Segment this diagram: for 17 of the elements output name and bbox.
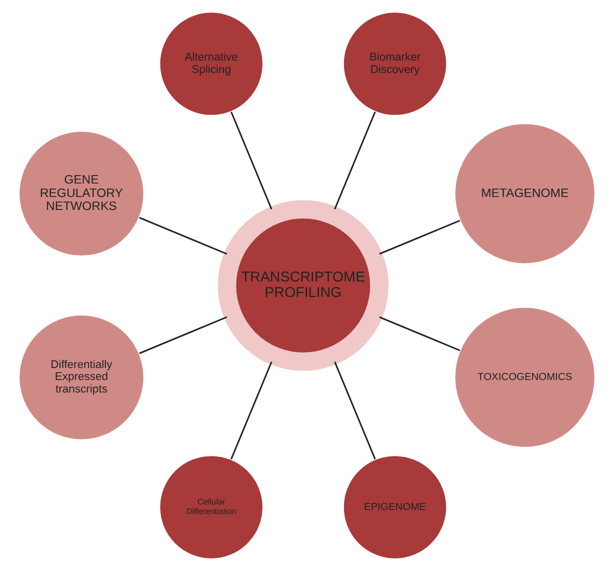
node-circle: METAGENOME xyxy=(454,123,595,264)
connector xyxy=(378,316,460,352)
connector xyxy=(230,112,272,210)
node-circle: Biomarker Discovery xyxy=(342,12,447,116)
node-circle: Cellular Differentiation xyxy=(158,455,263,560)
node-circle: Differentially Expressed transcripts xyxy=(18,314,144,440)
connector xyxy=(334,112,376,210)
connector xyxy=(230,362,272,460)
node-circle: Alternative Splicing xyxy=(158,12,263,116)
node-circle: GENE REGULATORY NETWORKS xyxy=(18,130,144,257)
connector xyxy=(138,216,227,255)
connector xyxy=(334,362,376,460)
connector xyxy=(378,220,460,255)
node-circle: TOXICOGENOMICS xyxy=(454,306,595,448)
node-circle: EPIGENOME xyxy=(342,455,447,560)
connector xyxy=(138,316,227,354)
node-circle: TRANSCRIPTOME PROFILING xyxy=(217,200,388,371)
